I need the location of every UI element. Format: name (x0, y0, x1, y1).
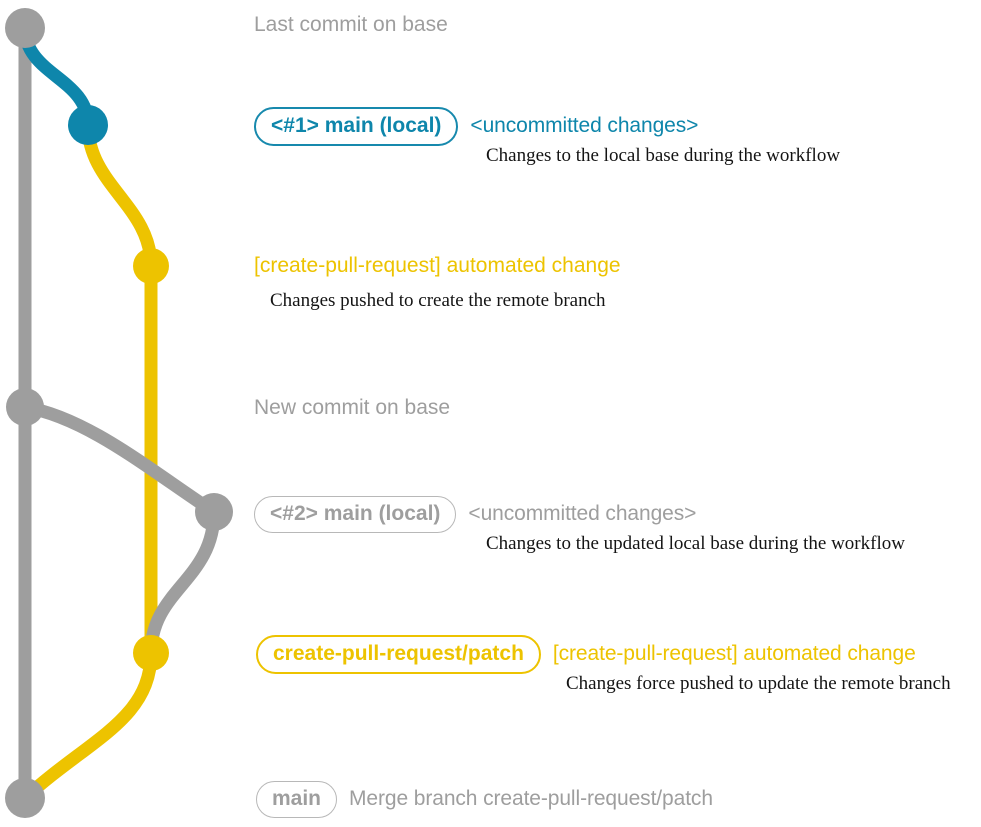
edge-local1-to-patch1 (81, 118, 158, 273)
commit-node-base-merge[interactable] (5, 778, 45, 818)
commit-row-patch-2: create-pull-request/patch [create-pull-r… (256, 635, 916, 675)
ref-badge-main-local-1[interactable]: <#1> main (local) (254, 107, 459, 147)
ref-badge-create-pull-request-patch[interactable]: create-pull-request/patch (256, 635, 541, 675)
commit-node-patch-2[interactable] (133, 635, 169, 671)
edge-patch2-to-merge (18, 646, 158, 805)
commit-subject-patch-2: [create-pull-request] automated change (552, 642, 916, 665)
commit-node-base-new[interactable] (6, 388, 44, 426)
commit-subject-base-merge: Merge branch create-pull-request/patch (349, 787, 713, 810)
commit-subject-local-1: <uncommitted changes> (470, 114, 699, 137)
commit-node-local-2[interactable] (195, 493, 233, 531)
commit-node-base-last[interactable] (5, 8, 45, 48)
commit-description-patch-2: Changes force pushed to update the remot… (566, 673, 951, 694)
commit-row-base-merge: main Merge branch create-pull-request/pa… (256, 781, 713, 819)
commit-nodes (5, 8, 233, 818)
edge-basenew-to-local2 (18, 400, 221, 519)
edge-local2-to-patch2 (144, 505, 221, 660)
commit-description-patch-1: Changes pushed to create the remote bran… (270, 290, 606, 311)
commit-description-local-1: Changes to the local base during the wor… (486, 145, 841, 166)
commit-node-local-1[interactable] (68, 105, 108, 145)
commit-subject-patch-1: [create-pull-request] automated change (254, 254, 621, 277)
ref-badge-main-local-2[interactable]: <#2> main (local) (254, 496, 457, 534)
commit-row-local-2: <#2> main (local) <uncommitted changes> (254, 496, 697, 534)
commit-row-local-1: <#1> main (local) <uncommitted changes> (254, 107, 699, 147)
commit-subject-base-last: Last commit on base (254, 13, 448, 36)
commit-description-local-2: Changes to the updated local base during… (486, 533, 905, 554)
commit-subject-base-new: New commit on base (254, 396, 451, 419)
commit-subject-local-2: <uncommitted changes> (468, 502, 697, 525)
commit-node-patch-1[interactable] (133, 248, 169, 284)
ref-badge-main[interactable]: main (256, 781, 338, 819)
